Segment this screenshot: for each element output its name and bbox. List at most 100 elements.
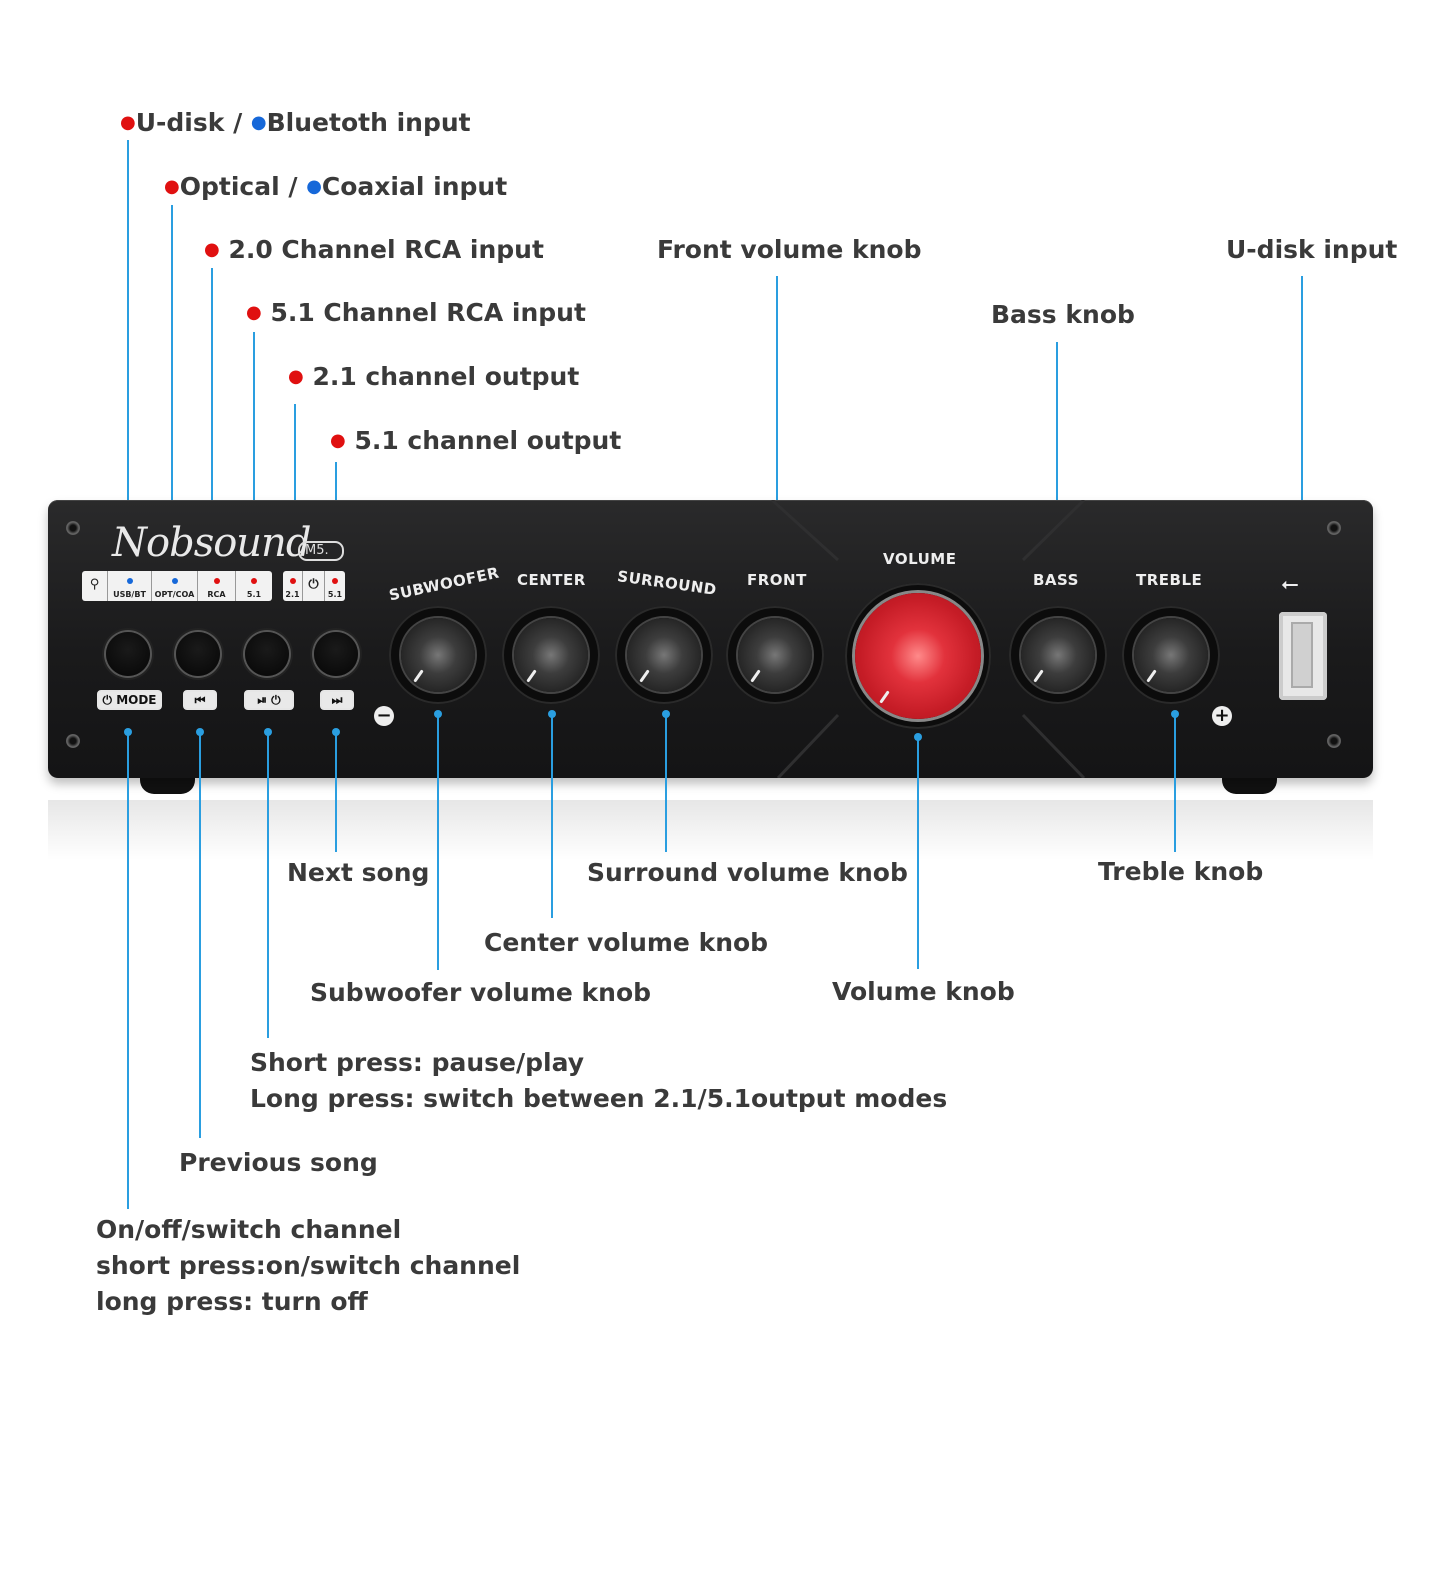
indicator-rca: RCA (198, 571, 236, 601)
screw-icon (1327, 734, 1341, 748)
indicator-usb-bt: USB/BT (108, 571, 152, 601)
callout-line (551, 714, 553, 918)
input-indicator-bar: ⚲ USB/BT OPT/COA RCA 5.1 (82, 571, 272, 601)
indicator-51-input: 5.1 (236, 571, 272, 601)
callout-line (1056, 342, 1058, 552)
callout-line (294, 404, 296, 536)
device-foot (140, 778, 195, 794)
callout-line (211, 268, 213, 536)
callout-line (127, 732, 129, 1209)
callout-line (127, 140, 129, 536)
callout-dot (434, 710, 442, 718)
label-rca20: ● 2.0 Channel RCA input (204, 235, 544, 264)
indicator-opt-coa: OPT/COA (152, 571, 198, 601)
power-mode-button[interactable] (106, 632, 150, 676)
red-dot-icon: ● (120, 112, 136, 133)
label-power: On/off/switch channel short press:on/swi… (96, 1215, 521, 1316)
model-badge: M5. (298, 541, 344, 561)
callout-line (776, 276, 778, 552)
label-previous-song: Previous song (179, 1148, 378, 1177)
front-knob[interactable] (738, 618, 812, 692)
red-dot-icon: ● (164, 176, 180, 197)
volume-knob[interactable] (855, 593, 981, 719)
label-volume-knob: Volume knob (832, 977, 1015, 1006)
screw-icon (66, 734, 80, 748)
label-rca51: ● 5.1 Channel RCA input (246, 298, 586, 327)
power-icon: ⏻ (303, 571, 325, 601)
usb-port[interactable] (1279, 612, 1327, 700)
screw-icon (1327, 521, 1341, 535)
label-treble-knob: Treble knob (1098, 857, 1264, 886)
callout-line (335, 732, 337, 852)
label-front-knob: Front volume knob (657, 235, 922, 264)
label-udisk-input: U-disk input (1226, 235, 1398, 264)
label-center-knob: Center volume knob (484, 928, 769, 957)
callout-dot (124, 728, 132, 736)
blue-dot-icon: ● (306, 176, 322, 197)
led-icon (289, 578, 296, 584)
label-out21: ● 2.1 channel output (288, 362, 580, 391)
callout-dot (914, 733, 922, 741)
callout-line (437, 714, 439, 970)
red-dot-icon: ● (204, 239, 220, 260)
callout-line (1301, 276, 1303, 552)
mode-button-label: ⏻ MODE (97, 690, 162, 710)
device-foot (1222, 778, 1277, 794)
knob-label-center: CENTER (517, 571, 586, 589)
label-surround-knob: Surround volume knob (587, 858, 908, 887)
power-icon: ⏻ (102, 693, 113, 707)
knob-label-bass: BASS (1033, 571, 1079, 589)
minus-icon: − (374, 706, 394, 726)
screw-icon (66, 521, 80, 535)
label-next-song: Next song (287, 858, 430, 887)
label-pause-play: Short press: pause/play Long press: swit… (250, 1048, 948, 1113)
output-indicator-bar: 2.1 ⏻ 5.1 (283, 571, 345, 601)
callout-line (665, 714, 667, 852)
knob-label-front: FRONT (747, 571, 807, 589)
surround-knob[interactable] (627, 618, 701, 692)
previous-icon: ⏮ (183, 690, 217, 710)
callout-line (1174, 714, 1176, 852)
callout-line (171, 205, 173, 536)
bass-knob[interactable] (1021, 618, 1095, 692)
indicator-out21: 2.1 (283, 571, 303, 601)
label-udisk-bluetooth: ●U-disk / ●Bluetoth input (120, 108, 471, 137)
next-icon: ⏭ (320, 690, 354, 710)
led-icon (171, 578, 178, 584)
plus-icon: + (1212, 706, 1232, 726)
red-dot-icon: ● (288, 366, 304, 387)
play-pause-button[interactable] (245, 632, 289, 676)
red-dot-icon: ● (330, 430, 346, 451)
callout-dot (1171, 710, 1179, 718)
blue-dot-icon: ● (250, 112, 267, 133)
label-out51: ● 5.1 channel output (330, 426, 622, 455)
indicator-out51: 5.1 (325, 571, 345, 601)
callout-line (199, 732, 201, 1138)
callout-dot (196, 728, 204, 736)
callout-line (267, 732, 269, 1038)
led-icon (332, 578, 338, 584)
callout-dot (548, 710, 556, 718)
callout-line (917, 737, 919, 969)
callout-line (253, 332, 255, 536)
led-icon (251, 578, 257, 584)
center-knob[interactable] (514, 618, 588, 692)
remote-sensor-icon: ⚲ (82, 571, 108, 601)
previous-song-button[interactable] (176, 632, 220, 676)
label-optical-coaxial: ●Optical / ●Coaxial input (164, 172, 508, 201)
usb-icon: ⭠ (1281, 572, 1299, 597)
callout-line (335, 462, 337, 536)
subwoofer-knob[interactable] (401, 618, 475, 692)
treble-knob[interactable] (1134, 618, 1208, 692)
knob-label-volume: VOLUME (883, 550, 957, 568)
callout-dot (332, 728, 340, 736)
led-icon (213, 578, 220, 584)
next-song-button[interactable] (314, 632, 358, 676)
label-subwoofer-knob: Subwoofer volume knob (310, 978, 652, 1007)
label-bass-knob: Bass knob (991, 300, 1135, 329)
red-dot-icon: ● (246, 302, 262, 323)
callout-dot (662, 710, 670, 718)
play-pause-icon: ⏯ ⏻ (244, 690, 294, 710)
callout-dot (264, 728, 272, 736)
led-icon (126, 578, 133, 584)
